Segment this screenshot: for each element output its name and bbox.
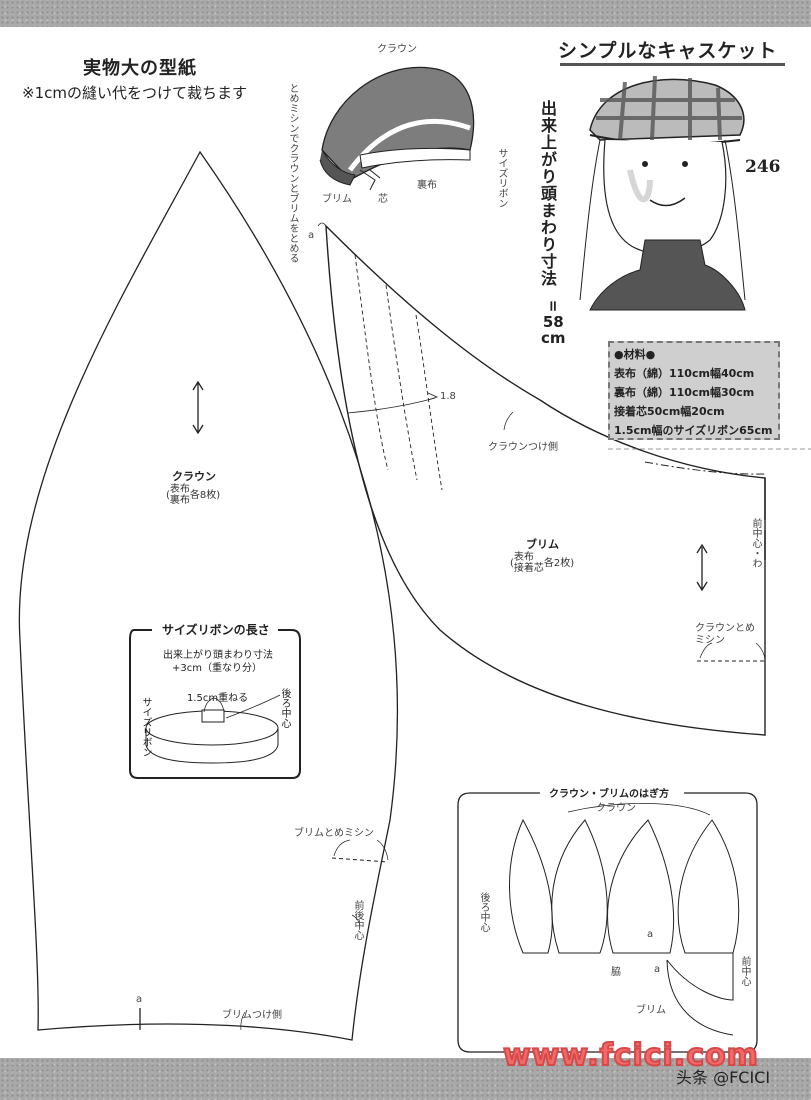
cap-lining-label: 裏布 — [417, 180, 437, 191]
size-unit: cm — [541, 329, 566, 347]
crown-count: 各8枚 — [189, 490, 217, 501]
assembly-box-frame — [457, 792, 758, 1053]
cap-brim-label: ブリム — [322, 194, 352, 205]
crown-pattern-outline — [18, 150, 399, 1041]
assembly-mark-a2: a — [654, 964, 661, 975]
cap-size-ribbon-label: サイズリボン — [496, 148, 507, 208]
equals-sign: = — [544, 299, 563, 313]
brim-grain-arrow-icon — [696, 543, 708, 592]
finished-size-label: 出来上がり頭まわり寸法 — [538, 100, 557, 287]
crown-fabric-1: 表布 — [169, 484, 190, 495]
assembly-box-title: クラウン・ブリムのはぎ方 — [545, 785, 673, 800]
brim-stitch-label: ブリムとめミシン — [294, 828, 374, 839]
crown-stitch-line2: ミシン — [695, 635, 725, 646]
top-scan-border — [0, 0, 811, 27]
assembly-brim-label: ブリム — [636, 1005, 666, 1016]
assembly-mark-a1: a — [647, 929, 654, 940]
cap-crown-label: クラウン — [377, 44, 417, 55]
material-item: 表布（綿）110cm幅40cm — [614, 367, 755, 380]
crown-grain-arrow-icon — [192, 380, 204, 435]
center-front-back-label: 前後中心 — [352, 900, 363, 940]
size-number: 58 — [542, 313, 564, 331]
center-front-fold-label: 前中心・わ — [750, 518, 761, 568]
ribbon-box-frame — [129, 629, 301, 779]
brim-fabric-spec: (表布接着芯各2枚) — [510, 552, 575, 574]
page-title: 実物大の型紙 — [83, 58, 197, 79]
ribbon-overlap-label: 1.5cm重ねる — [187, 693, 249, 704]
crown-piece-name: クラウン — [172, 470, 216, 483]
finished-size-value: = 58 cm — [541, 298, 566, 346]
credit-watermark: 头条 @FCICI — [676, 1068, 771, 1087]
cap-interfacing-label: 芯 — [378, 194, 388, 205]
brim-fabric-2: 接着芯 — [513, 563, 544, 574]
brim-dimension: 1.8 — [440, 391, 456, 402]
assembly-front-center-label: 前中心 — [739, 956, 750, 986]
assembly-crown-label: クラウン — [596, 803, 636, 814]
brim-count: 各2枚 — [543, 558, 571, 569]
pattern-title: シンプルなキャスケット — [558, 40, 778, 62]
assembly-back-center-label: 後ろ中心 — [478, 892, 489, 932]
seam-allowance-note: ※1cmの縫い代をつけて裁ちます — [22, 84, 247, 102]
brim-piece-name: ブリム — [526, 538, 559, 551]
crown-mark-a: a — [136, 994, 143, 1005]
ribbon-label: サイズリボン — [140, 697, 151, 757]
cap-stitch-note: とめミシンでクラウンとブリムをとめる — [287, 83, 298, 263]
brim-stitch-dashed — [331, 857, 389, 863]
brim-mark-a: a — [308, 230, 315, 241]
crown-stitch-line1: クラウンとめ — [695, 623, 755, 634]
brim-side-label: ブリムつけ側 — [222, 1010, 282, 1021]
crown-side-label: クラウンつけ側 — [488, 442, 558, 453]
title-underline — [560, 63, 785, 66]
materials-box: ●材料● 表布（綿）110cm幅40cm 裏布（綿）110cm幅30cm 接着芯… — [608, 341, 780, 440]
crown-fabric-2: 裏布 — [169, 495, 190, 506]
assembly-crown-panels — [509, 802, 740, 1036]
bottom-scan-border — [0, 1058, 811, 1100]
assembly-side-label: 脇 — [611, 967, 621, 978]
brim-fabric-1: 表布 — [513, 552, 534, 563]
brim-dashed-lines — [354, 254, 443, 491]
ribbon-diagram — [145, 694, 281, 764]
brim-pattern-outline — [325, 224, 766, 736]
material-item: 裏布（綿）110cm幅30cm — [614, 386, 755, 399]
ribbon-back-center-label: 後ろ中心 — [279, 688, 290, 728]
ribbon-length-line2: +3cm（重なり分） — [172, 663, 262, 674]
material-item: 接着芯50cm幅20cm — [614, 405, 725, 418]
ribbon-box-title: サイズリボンの長さ — [158, 621, 274, 638]
materials-heading: ●材料● — [614, 348, 656, 361]
crown-fabric-spec: (表布裏布各8枚) — [166, 484, 221, 506]
crown-stitch-label: クラウンとめ ミシン — [695, 623, 755, 647]
ribbon-length-line1: 出来上がり頭まわり寸法 — [163, 650, 273, 661]
pattern-number: 246 — [745, 157, 781, 177]
site-watermark: www.fcici.com — [502, 1037, 759, 1074]
material-item: 1.5cm幅のサイズリボン65cm — [614, 424, 773, 437]
